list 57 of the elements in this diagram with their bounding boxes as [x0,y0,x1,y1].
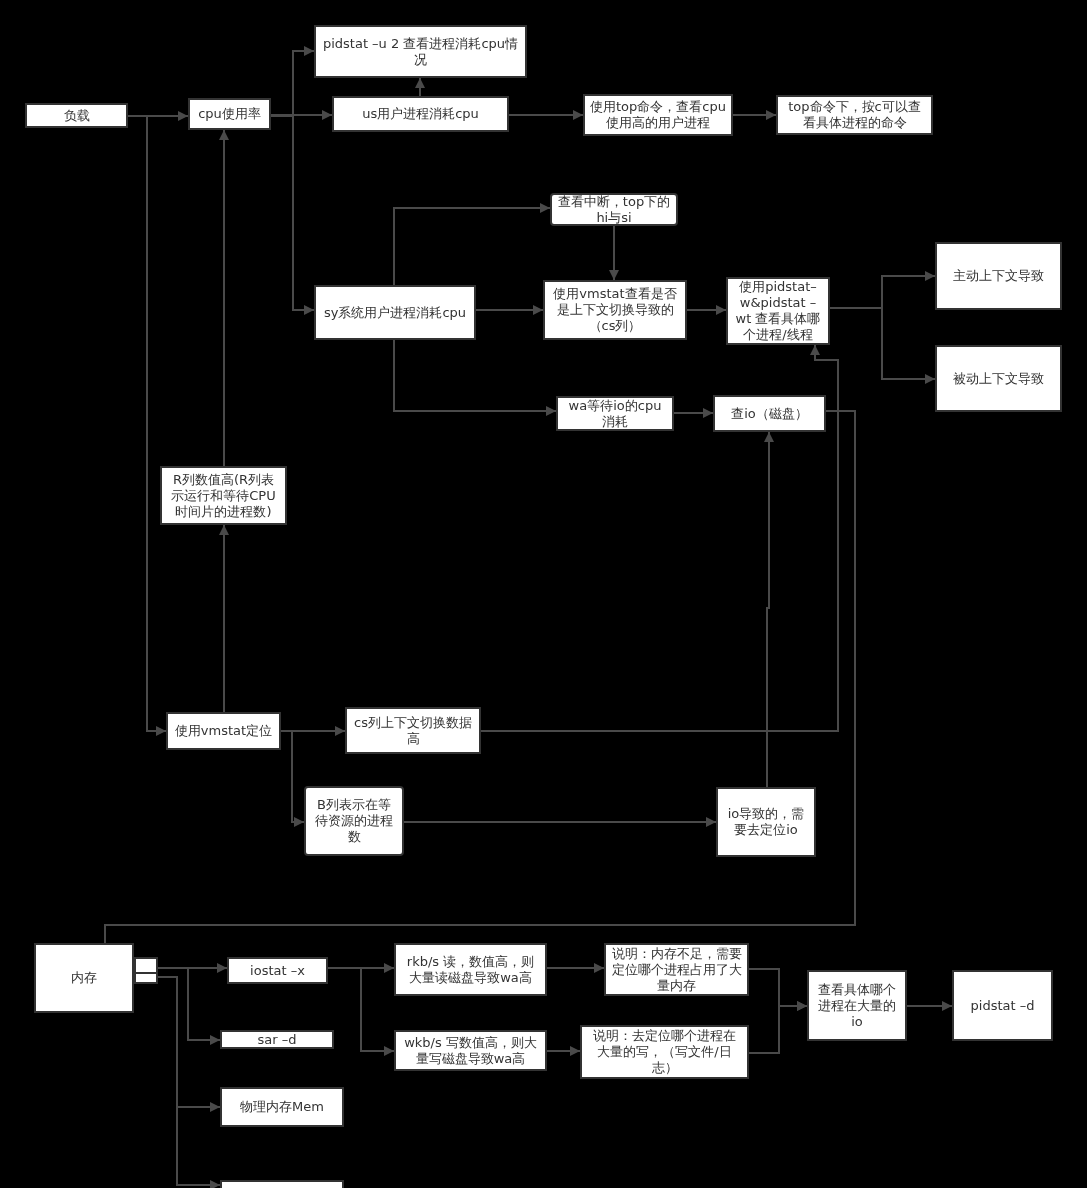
process-box: 物理内存Mem [220,1087,344,1127]
process-box: 说明：去定位哪个进程在大量的写，（写文件/日志） [580,1025,749,1079]
process-box: wkb/s 写数值高，则大量写磁盘导致wa高 [394,1030,547,1071]
process-box: 被动上下文导致 [935,345,1062,412]
arrow [219,129,229,467]
process-box: 使用top命令，查看cpu使用高的用户进程 [583,94,733,136]
arrow [475,305,544,315]
arrow [673,408,714,418]
process-box: pidstat –d [952,970,1053,1041]
arrow [393,203,551,286]
arrow [415,77,425,97]
process-box: B列表示在等待资源的进程数 [304,786,404,856]
arrow [686,305,727,315]
process-box: us用户进程消耗cpu [332,96,509,132]
arrow [829,307,936,384]
process-box: sy系统用户进程消耗cpu [314,285,476,340]
process-box: wa等待io的cpu消耗 [556,396,674,431]
arrow [219,524,229,713]
empty-box [134,957,158,984]
process-box: cs列上下文切换数据高 [345,707,481,754]
arrow [393,339,557,416]
arrow [270,110,333,120]
arrow [546,1046,581,1056]
arrow [270,115,315,315]
arrow [280,730,305,827]
process-box: cpu使用率 [188,98,271,130]
empty-box [220,1180,344,1188]
process-box: 使用vmstat查看是否是上下文切换导致的（cs列） [543,280,687,340]
arrow [327,967,395,1056]
arrow [732,110,777,120]
process-box: 查io（磁盘） [713,395,826,432]
process-box: 查看具体哪个进程在大量的io [807,970,907,1041]
arrow [546,963,605,973]
arrow [609,225,619,281]
process-box: R列数值高(R列表示运行和等待CPU时间片的进程数) [160,466,287,525]
arrow [508,110,584,120]
process-box: iostat –x [227,957,328,984]
process-box: sar –d [220,1030,334,1049]
process-box: top命令下，按c可以查看具体进程的命令 [776,95,933,135]
arrow [157,967,221,1045]
process-box: rkb/s 读，数值高，则大量读磁盘导致wa高 [394,943,547,996]
process-box: 使用vmstat定位 [166,712,281,750]
arrow [480,344,839,732]
arrow [764,431,774,788]
arrow [748,1001,808,1054]
process-box: io导致的，需要去定位io [716,787,816,857]
process-box: 查看中断，top下的hi与si [550,193,678,226]
process-box: 内存 [34,943,134,1013]
process-box: 负载 [25,103,128,128]
process-box: 主动上下文导致 [935,242,1062,310]
connector-line [104,410,856,944]
arrow [906,1001,953,1011]
process-box: 说明：内存不足，需要定位哪个进程占用了大量内存 [604,943,749,996]
arrow [157,976,221,1188]
arrow [403,817,717,827]
process-box: pidstat –u 2 查看进程消耗cpu情况 [314,25,527,78]
process-box: 使用pidstat–w&pidstat –wt 查看具体哪个进程/线程 [726,277,830,345]
